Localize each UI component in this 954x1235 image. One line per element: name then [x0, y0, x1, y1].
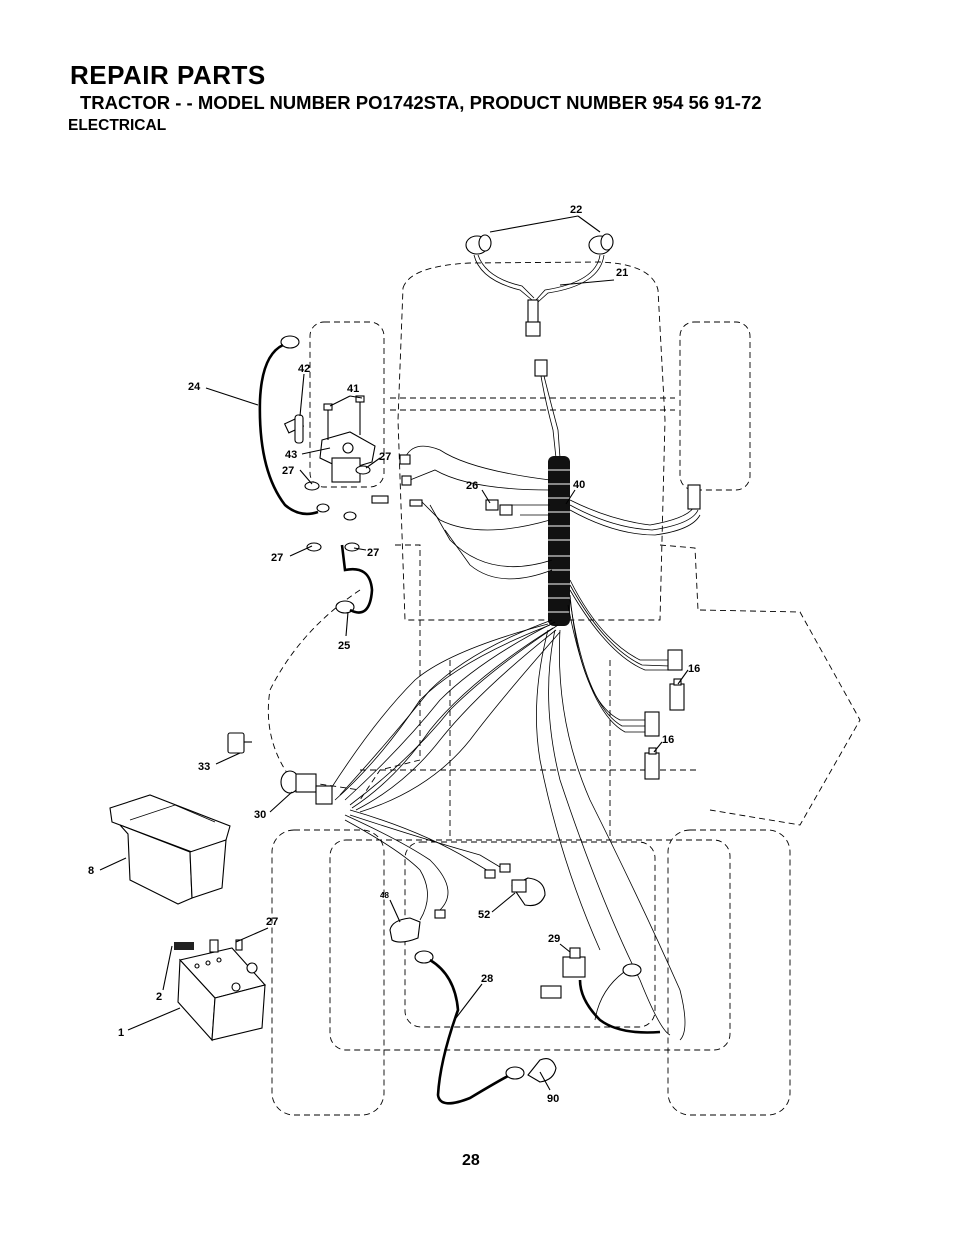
callout-16: 16 — [688, 663, 700, 675]
callout-16: 16 — [662, 734, 674, 746]
callout-27: 27 — [266, 916, 278, 928]
callout-33: 33 — [198, 761, 210, 773]
callout-29: 29 — [548, 933, 560, 945]
lamps — [389, 877, 557, 1083]
callout-labels: 22 21 24 42 41 43 27 27 27 27 26 40 25 1… — [88, 204, 700, 1105]
section-heading: ELECTRICAL — [68, 117, 167, 134]
callout-52: 52 — [478, 909, 490, 921]
battery-cables — [258, 335, 642, 1105]
callout-30: 30 — [254, 809, 266, 821]
connectors — [399, 454, 701, 919]
callout-40: 40 — [573, 479, 585, 491]
page-number: 28 — [462, 1152, 480, 1169]
callout-90: 90 — [547, 1093, 559, 1105]
callout-41: 41 — [347, 383, 359, 395]
main-wire-harness — [329, 359, 701, 1041]
solenoid — [283, 395, 389, 552]
safety-switch — [644, 678, 685, 780]
callout-42: 42 — [298, 363, 310, 375]
callout-43: 43 — [285, 449, 297, 461]
harness-conduit — [548, 456, 570, 626]
ignition-switch — [227, 732, 333, 805]
callout-27: 27 — [282, 465, 294, 477]
callout-27: 27 — [367, 547, 379, 559]
callout-25: 25 — [338, 640, 350, 652]
callout-2: 2 — [156, 991, 162, 1003]
leader-lines — [99, 215, 689, 1091]
callout-27: 27 — [379, 451, 391, 463]
pto-switch — [540, 947, 661, 1034]
callout-48: 48 — [380, 891, 389, 900]
headlight-assembly — [465, 233, 614, 337]
page-title: REPAIR PARTS — [70, 60, 266, 90]
callout-26: 26 — [466, 480, 478, 492]
page-subtitle: TRACTOR - - MODEL NUMBER PO1742STA, PROD… — [80, 92, 762, 113]
callout-8: 8 — [88, 865, 94, 877]
battery — [174, 939, 267, 1042]
callout-1: 1 — [118, 1027, 124, 1039]
callout-21: 21 — [616, 267, 628, 279]
callout-28: 28 — [481, 973, 493, 985]
callout-24: 24 — [188, 381, 201, 393]
callout-27: 27 — [271, 552, 283, 564]
battery-tray — [109, 794, 231, 905]
callout-22: 22 — [570, 204, 582, 216]
